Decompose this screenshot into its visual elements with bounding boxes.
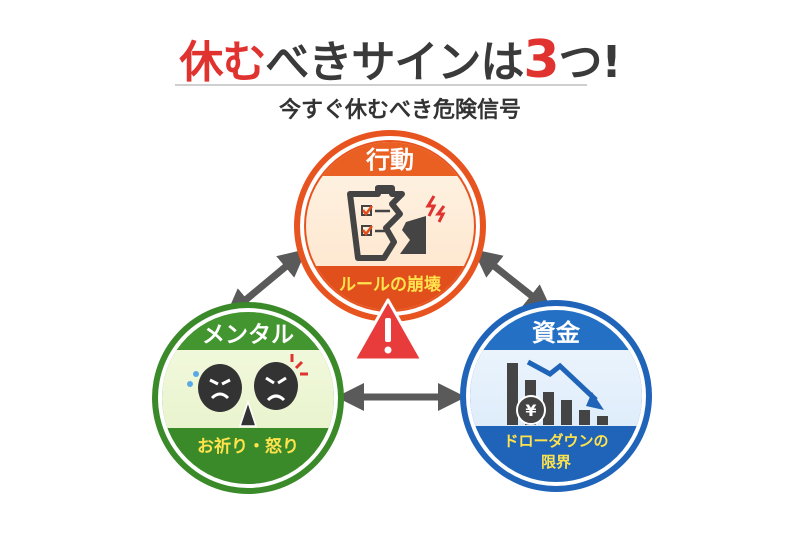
svg-text:¥: ¥	[525, 401, 536, 420]
warning-triangle-icon	[352, 298, 424, 362]
title-divider	[175, 84, 587, 86]
title-number: 3	[523, 30, 559, 90]
title-rest-word: 休む	[179, 37, 266, 88]
node-mental-caption: お祈り・怒り	[197, 436, 299, 457]
page-title: 休むべきサインは3つ!	[0, 26, 800, 90]
praying-angry-faces-icon	[187, 354, 308, 427]
subtitle: 今すぐ休むべき危険信号	[278, 98, 521, 123]
node-funds-caption-line1: ドローダウンの	[503, 432, 608, 450]
node-action-title: 行動	[365, 146, 414, 174]
broken-clipboard-icon	[347, 185, 446, 261]
node-mental-title: メンタル	[202, 322, 294, 348]
falling-chart-yen-icon: ¥	[507, 359, 608, 425]
node-funds-caption-line2: 限界	[541, 453, 571, 471]
node-action: 行動 ルールの崩壊	[294, 130, 486, 322]
node-funds-title: 資金	[532, 319, 581, 347]
node-mental: メンタル お祈り・怒り	[152, 302, 344, 494]
arrow-action-funds	[473, 249, 553, 313]
node-action-caption: ルールの崩壊	[339, 274, 442, 295]
title-middle: べきサインは	[265, 37, 524, 88]
arrow-action-mental	[225, 249, 307, 317]
title-end: つ!	[558, 37, 622, 88]
node-funds: 資金 ¥ ドローダウンの 限界	[460, 300, 652, 492]
